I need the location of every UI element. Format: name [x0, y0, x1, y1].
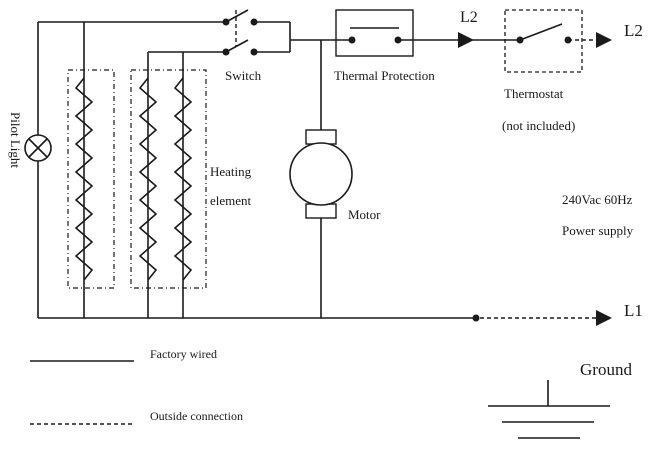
- thermostat-symbol: [504, 9, 598, 73]
- power-supply-line1: 240Vac 60Hz: [562, 192, 633, 207]
- l1-label: L1: [624, 301, 643, 320]
- pilot-light-symbol: [24, 134, 52, 162]
- heater-coil-3: [173, 77, 193, 281]
- legend: Factory wired Outside connection: [30, 347, 243, 425]
- motor-label: Motor: [348, 207, 381, 222]
- heating-label-line2: element: [210, 193, 252, 208]
- l2-arrow: [458, 32, 474, 48]
- power-supply-line2: Power supply: [562, 223, 634, 238]
- switch-label: Switch: [225, 68, 262, 83]
- heater-coil-2: [138, 77, 158, 281]
- heating-label-line1: Heating: [210, 164, 252, 179]
- ground-symbol: [488, 380, 610, 439]
- double-pole-switch: [222, 9, 258, 56]
- thermal-protection-symbol: [335, 9, 414, 57]
- l2-right-arrow: [596, 32, 612, 48]
- l1-arrow: [596, 310, 612, 326]
- thermostat-label: Thermostat: [504, 86, 564, 101]
- heater-coil-1: [74, 77, 94, 281]
- thermal-protection-label: Thermal Protection: [334, 68, 435, 83]
- pilot-light-label: Pilot Light: [8, 112, 23, 168]
- l1-connection: [472, 310, 612, 326]
- heating-element-boxes: [67, 69, 207, 289]
- heater-coils: [74, 77, 193, 281]
- factory-wiring: [37, 21, 520, 319]
- legend-outside-connection: Outside connection: [150, 409, 243, 423]
- l2-right-label: L2: [624, 21, 643, 40]
- l2-top-label: L2: [460, 9, 478, 26]
- ground-label: Ground: [580, 360, 632, 379]
- thermostat-note: (not included): [502, 118, 575, 133]
- motor-symbol: [289, 129, 353, 219]
- legend-factory-wired: Factory wired: [150, 347, 217, 361]
